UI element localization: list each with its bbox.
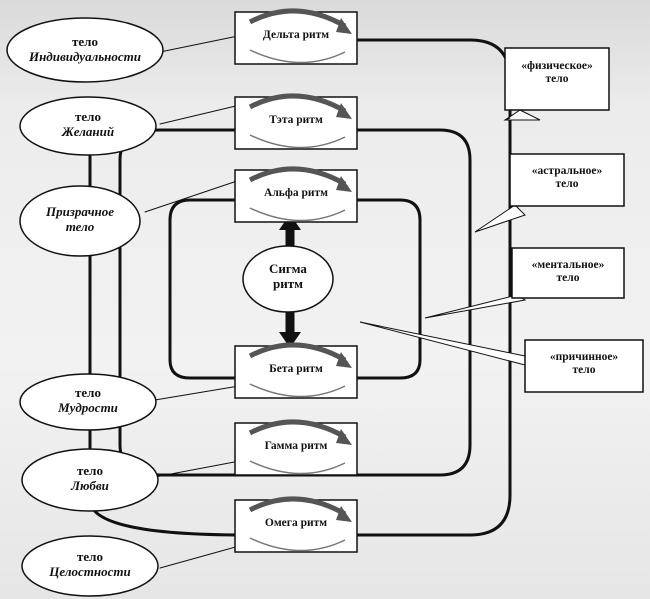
curl-arrow-top-gamma	[248, 419, 347, 440]
callout-physical: «физическое» тело	[505, 60, 609, 86]
curl-arrow-top-theta	[248, 93, 347, 114]
label-ghostly-line2: тело	[65, 218, 95, 234]
curl-arrow-bottom-theta	[249, 134, 346, 149]
label-individuality: тело Индивидуальности	[10, 34, 160, 65]
label-ghostly-line1: Призрачное	[45, 204, 115, 219]
curl-arrow-bottom-omega	[249, 537, 346, 552]
loop-physical	[88, 38, 512, 537]
curl-arrowhead-top-theta	[336, 103, 352, 119]
ellipse-individuality	[6, 17, 164, 83]
label-wisdom-line2: Мудрости	[58, 399, 118, 415]
leader-ghostly	[144, 179, 241, 213]
ellipse-wisdom	[19, 373, 157, 431]
curl-arrow-top-delta	[248, 8, 347, 29]
label-integrity-line2: Целостности	[49, 563, 131, 579]
pointer-causal	[359, 321, 526, 366]
callout-physical-line2: тело	[545, 73, 569, 86]
curl-arrowhead-top-omega	[336, 506, 352, 522]
label-sigma-line1: Сигма	[269, 261, 307, 276]
pointer-physical	[503, 109, 541, 121]
label-love-line2: Любви	[71, 477, 109, 493]
leader-individuality	[159, 35, 239, 53]
curl-arrow-top-beta	[248, 342, 347, 363]
callout-astral-line1: «астральное»	[531, 165, 603, 177]
label-sigma-line2: ритм	[273, 275, 303, 291]
callout-box-causal	[524, 339, 644, 393]
label-wisdom-line1: тело	[75, 385, 101, 400]
curl-arrowhead-top-delta	[336, 18, 352, 34]
leader-desires	[159, 104, 241, 125]
label-ghostly: Призрачное тело	[20, 204, 140, 235]
curl-arrows	[248, 8, 352, 552]
label-individuality-line1: тело	[72, 34, 98, 49]
label-integrity-line1: тело	[77, 549, 103, 564]
curl-arrow-bottom-beta	[249, 383, 346, 398]
label-individuality-line2: Индивидуальности	[28, 48, 142, 64]
curl-arrow-bottom-gamma	[249, 460, 346, 475]
label-integrity: тело Целостности	[22, 549, 158, 580]
callout-astral: «астральное» тело	[510, 165, 624, 191]
label-love-line1: тело	[77, 463, 103, 478]
curl-arrowhead-top-gamma	[336, 429, 352, 445]
ellipse-ghostly	[19, 185, 141, 257]
callout-box-astral	[509, 153, 625, 207]
callout-box-mental	[511, 247, 625, 299]
callout-box-physical	[504, 47, 610, 111]
callout-mental-line1: «ментальное»	[531, 259, 605, 271]
callout-causal-line2: тело	[572, 364, 596, 377]
label-sigma: Сигма ритм	[243, 261, 333, 292]
callout-physical-line1: «физическое»	[521, 60, 593, 72]
callout-mental-line2: тело	[556, 272, 580, 285]
curl-arrowhead-top-alpha	[336, 176, 352, 192]
leader-wisdom	[154, 384, 246, 401]
label-love: тело Любви	[22, 463, 158, 494]
label-desires-line1: тело	[75, 109, 101, 124]
callout-causal-line1: «причинное»	[549, 351, 619, 363]
label-gamma: Гамма ритм	[264, 440, 328, 452]
callout-causal: «причинное» тело	[525, 351, 643, 377]
label-beta: Бета ритм	[269, 363, 323, 375]
label-theta: Тэта ритм	[269, 114, 323, 126]
curl-arrow-bottom-delta	[249, 49, 346, 64]
curl-arrow-top-omega	[248, 496, 347, 517]
label-wisdom: тело Мудрости	[20, 385, 156, 416]
label-desires-line2: Желаний	[61, 123, 115, 139]
pointer-astral	[474, 204, 526, 233]
ellipse-love	[21, 448, 159, 512]
ellipse-integrity	[21, 535, 159, 597]
label-desires: тело Желаний	[20, 109, 156, 140]
leader-love	[154, 459, 246, 478]
curl-arrow-top-alpha	[248, 166, 347, 187]
callout-astral-line2: тело	[555, 178, 579, 191]
ellipse-desires	[19, 96, 157, 156]
curl-arrow-bottom-alpha	[249, 207, 346, 222]
label-alpha: Альфа ритм	[264, 187, 328, 199]
curl-arrowhead-top-beta	[336, 352, 352, 368]
ellipse-sigma	[242, 245, 334, 313]
label-delta: Дельта ритм	[262, 29, 330, 41]
callout-mental: «ментальное» тело	[512, 259, 624, 285]
label-omega: Омега ритм	[264, 517, 328, 529]
